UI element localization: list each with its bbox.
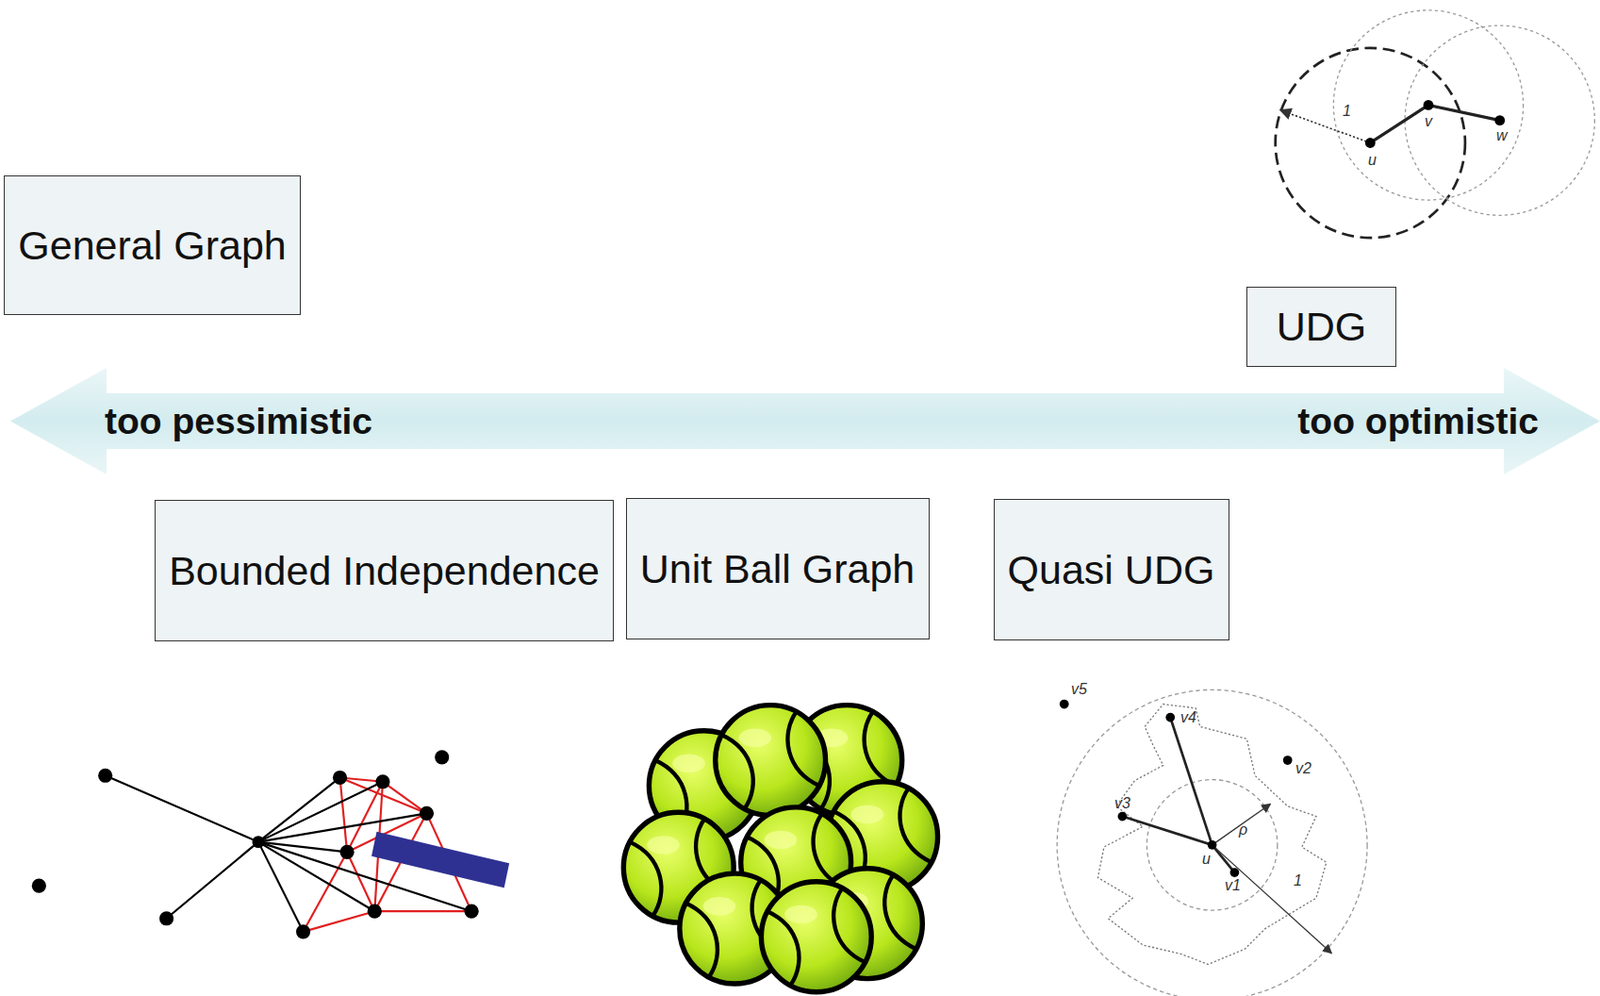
box-label: General Graph [17,214,286,277]
vertex-label: u [1368,152,1377,168]
bounded-independence-graph [32,749,510,939]
box-label: Unit Ball Graph [640,538,916,600]
bounded-independence-box: Bounded Independence [154,499,614,642]
vertex-label: u [1202,851,1211,867]
box-label: Bounded Independence [168,540,600,602]
vertex-label: v2 [1295,760,1312,776]
box-label: UDG [1276,296,1368,358]
dimension-label: 1 [1342,103,1352,119]
udg-figure [1275,10,1596,238]
vertex-label: v5 [1071,681,1088,697]
vertex-label: v4 [1180,709,1197,726]
dimension-label: 1 [1293,873,1303,889]
unit-ball-graph-box: Unit Ball Graph [626,497,930,640]
quasi-udg-figure [1056,689,1368,996]
radius-label: ρ [1238,822,1248,838]
box-label: Quasi UDG [1007,539,1216,601]
scale-end-label-right: too optimistic [1297,400,1539,443]
quasi-udg-box: Quasi UDG [993,498,1230,641]
scale-arrow-band: too pessimistic too optimistic [10,367,1600,475]
vertex-label: v3 [1114,795,1131,811]
udg-box: UDG [1246,286,1397,367]
unit-ball-cluster [623,705,938,992]
general-graph-box: General Graph [3,175,301,315]
vertex-label: v [1424,114,1433,130]
scale-end-label-left: too pessimistic [104,400,373,443]
vertex-label: w [1496,128,1508,144]
vertex-label: v1 [1224,877,1241,893]
